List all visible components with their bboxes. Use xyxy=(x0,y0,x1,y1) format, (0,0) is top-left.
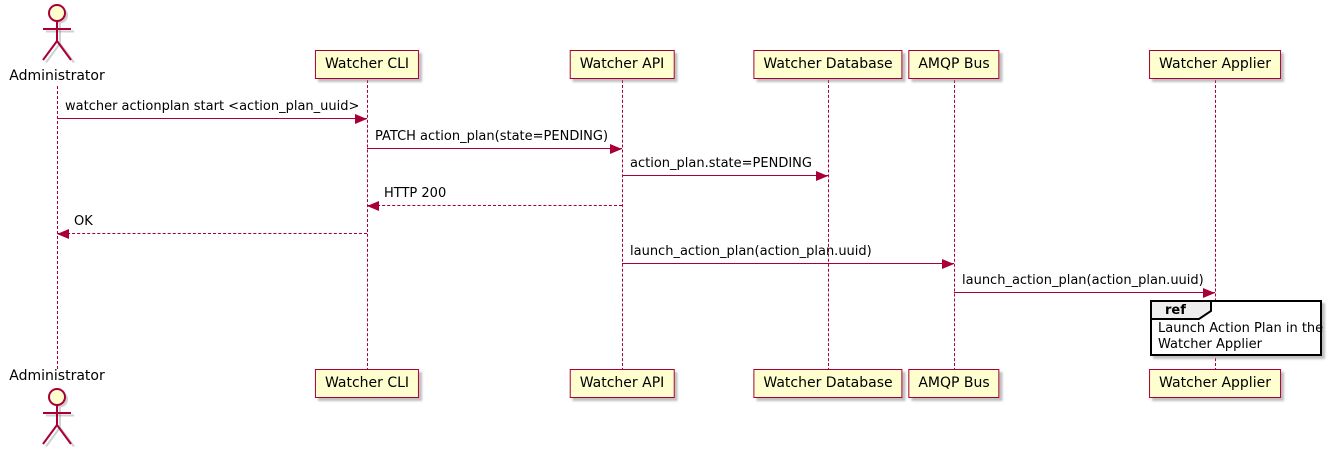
participant-amqp-bus-bottom: AMQP Bus xyxy=(908,369,1000,398)
message-line-2 xyxy=(367,148,622,149)
participant-label: Watcher Database xyxy=(763,375,893,391)
lifeline-administrator xyxy=(57,86,58,369)
participant-watcher-cli-top: Watcher CLI xyxy=(314,50,420,79)
participant-label: Watcher Applier xyxy=(1159,56,1271,72)
lifeline-amqp-bus xyxy=(954,80,955,371)
actor-figure-bottom xyxy=(34,387,80,453)
actor-label-top: Administrator xyxy=(9,68,105,84)
participant-watcher-database-top: Watcher Database xyxy=(753,50,903,79)
message-label-6: launch_action_plan(action_plan.uuid) xyxy=(630,244,872,259)
actor-icon xyxy=(42,4,75,64)
lifeline-watcher-applier xyxy=(1215,80,1216,371)
participant-watcher-api-bottom: Watcher API xyxy=(569,369,675,398)
participant-watcher-applier-bottom: Watcher Applier xyxy=(1149,369,1281,398)
arrowhead-icon xyxy=(57,228,69,239)
message-line-7 xyxy=(954,292,1215,293)
ref-text-line-2: Watcher Applier xyxy=(1158,337,1262,352)
participant-label: Watcher Database xyxy=(763,56,893,72)
actor-figure-top xyxy=(34,3,80,69)
message-line-5 xyxy=(57,233,367,234)
arrowhead-icon xyxy=(816,170,828,181)
ref-tab-icon xyxy=(1150,300,1212,320)
participant-watcher-cli-bottom: Watcher CLI xyxy=(314,369,420,398)
message-label-2: PATCH action_plan(state=PENDING) xyxy=(375,129,609,144)
lifeline-watcher-database xyxy=(828,80,829,371)
message-line-6 xyxy=(622,263,954,264)
actor-icon xyxy=(42,388,75,448)
message-label-7: launch_action_plan(action_plan.uuid) xyxy=(962,273,1204,288)
participant-label: Watcher API xyxy=(579,375,665,391)
ref-keyword: ref xyxy=(1165,303,1186,318)
participant-label: Watcher CLI xyxy=(324,375,410,391)
arrowhead-icon xyxy=(1203,287,1215,298)
message-label-4: HTTP 200 xyxy=(384,186,447,201)
participant-amqp-bus-top: AMQP Bus xyxy=(908,50,1000,79)
message-label-1: watcher actionplan start <action_plan_uu… xyxy=(65,99,360,114)
participant-label: Watcher CLI xyxy=(324,56,410,72)
message-line-1 xyxy=(57,118,367,119)
message-label-5: OK xyxy=(74,214,93,229)
message-line-4 xyxy=(367,205,622,206)
participant-label: AMQP Bus xyxy=(918,375,990,391)
ref-header-tab xyxy=(1150,300,1214,325)
participant-label: Watcher Applier xyxy=(1159,375,1271,391)
arrowhead-icon xyxy=(610,143,622,154)
participant-watcher-api-top: Watcher API xyxy=(569,50,675,79)
ref-text-line-1: Launch Action Plan in the xyxy=(1158,321,1324,336)
arrowhead-icon xyxy=(355,113,367,124)
participant-label: AMQP Bus xyxy=(918,56,990,72)
arrowhead-icon xyxy=(367,200,379,211)
message-label-3: action_plan.state=PENDING xyxy=(630,156,812,171)
lifeline-watcher-cli xyxy=(367,80,368,371)
message-line-3 xyxy=(622,175,828,176)
participant-watcher-applier-top: Watcher Applier xyxy=(1149,50,1281,79)
participant-watcher-database-bottom: Watcher Database xyxy=(753,369,903,398)
lifeline-watcher-api xyxy=(622,80,623,371)
participant-label: Watcher API xyxy=(579,56,665,72)
actor-label-bottom: Administrator xyxy=(9,368,105,384)
arrowhead-icon xyxy=(942,258,954,269)
